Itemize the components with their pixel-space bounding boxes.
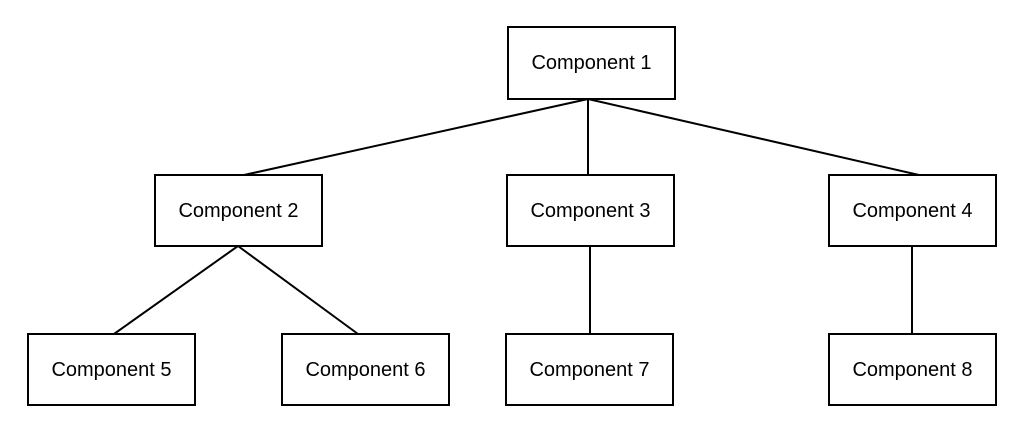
node-component-6[interactable]: Component 6 bbox=[281, 333, 450, 406]
edge-component2-component6 bbox=[237, 245, 359, 335]
node-component-1[interactable]: Component 1 bbox=[507, 26, 676, 100]
node-component-3[interactable]: Component 3 bbox=[506, 174, 675, 247]
node-label: Component 1 bbox=[531, 52, 652, 74]
node-label: Component 7 bbox=[529, 358, 650, 381]
node-label: Component 3 bbox=[530, 199, 651, 222]
node-component-7[interactable]: Component 7 bbox=[505, 333, 674, 406]
node-label: Component 2 bbox=[178, 199, 299, 222]
node-label: Component 8 bbox=[852, 358, 973, 381]
node-component-5[interactable]: Component 5 bbox=[27, 333, 196, 406]
edge-component1-component2 bbox=[243, 98, 589, 176]
node-label: Component 5 bbox=[51, 358, 172, 381]
node-component-2[interactable]: Component 2 bbox=[154, 174, 323, 247]
node-label: Component 4 bbox=[852, 199, 973, 222]
node-label: Component 6 bbox=[305, 358, 426, 381]
edge-component2-component5 bbox=[113, 245, 239, 335]
node-component-4[interactable]: Component 4 bbox=[828, 174, 997, 247]
node-component-8[interactable]: Component 8 bbox=[828, 333, 997, 406]
edge-component1-component4 bbox=[587, 98, 920, 176]
